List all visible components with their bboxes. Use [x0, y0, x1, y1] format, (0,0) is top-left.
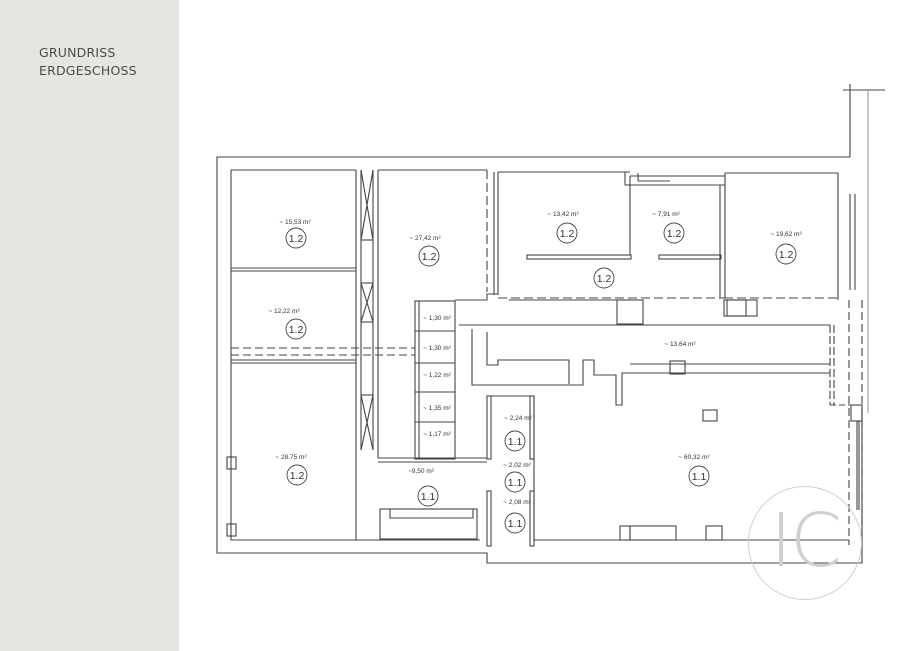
room-area-label: ~ 27,42 m² [409, 235, 441, 242]
unit-label: 1.1 [508, 518, 523, 530]
page-title: GRUNDRISS ERDGESCHOSS [39, 44, 137, 80]
room-area-label: ~ 7,91 m² [652, 211, 680, 218]
title-line-2: ERDGESCHOSS [39, 63, 137, 78]
unit-label: 1.2 [290, 470, 305, 482]
room-r16: ~ 2,02 m² 1.1 [503, 462, 532, 493]
room-r4: ~ 27,42 m² 1.2 [409, 235, 441, 267]
room-area-label: ~9,50 m² [408, 468, 435, 475]
room-r6: ~ 7,91 m² 1.2 [652, 211, 685, 244]
unit-label: 1.1 [508, 436, 523, 448]
unit-label: 1.1 [508, 477, 523, 489]
room-area-label: ~ 2,24 m² [504, 415, 532, 422]
title-line-1: GRUNDRISS [39, 45, 116, 60]
unit-badge [504, 471, 526, 493]
room-r19: ~ 60,32 m² 1.1 [678, 454, 710, 487]
room-r8: 1.2 [593, 267, 615, 289]
unit-badge [593, 267, 615, 289]
room-area-label: ~ 28,75 m² [275, 454, 307, 461]
unit-badge [285, 318, 307, 340]
room-area-label: ~ 12,22 m² [268, 308, 300, 315]
room-r1: ~ 15,53 m² 1.2 [279, 219, 311, 249]
unit-badge [688, 465, 710, 487]
unit-badge [663, 222, 685, 244]
room-r7: ~ 19,62 m² 1.2 [770, 231, 802, 265]
room-r11-area: ~ 1,22 m² [423, 372, 451, 379]
room-r2: ~ 12,22 m² 1.2 [268, 308, 307, 340]
sidebar-panel: GRUNDRISS ERDGESCHOSS [0, 0, 179, 651]
watermark-logo: IC [748, 486, 862, 600]
room-r18: ~9,50 m² 1.1 [408, 468, 439, 507]
unit-badge [417, 485, 439, 507]
unit-badge [775, 243, 797, 265]
room-r9-area: ~ 1,30 m² [423, 315, 451, 322]
room-area-label: ~ 13,42 m² [547, 211, 579, 218]
walls [216, 84, 885, 564]
room-area-label: ~ 2,02 m² [503, 462, 531, 469]
watermark-text: IC [770, 498, 842, 584]
room-area-label: ~ 19,62 m² [770, 231, 802, 238]
room-r15: ~ 2,24 m² 1.1 [504, 415, 533, 452]
room-r3: ~ 28,75 m² 1.2 [275, 454, 308, 486]
unit-label: 1.2 [560, 228, 575, 240]
room-r12-area: ~ 1,35 m² [423, 405, 451, 412]
unit-badge [504, 512, 526, 534]
room-r5: ~ 13,42 m² 1.2 [547, 211, 579, 244]
unit-label: 1.2 [289, 324, 304, 336]
unit-label: 1.2 [667, 228, 682, 240]
unit-label: 1.2 [597, 273, 612, 285]
room-r14-area: ~ 13,64 m² [664, 341, 696, 348]
unit-label: 1.1 [692, 471, 707, 483]
room-labels: ~ 15,53 m² 1.2 ~ 12,22 m² 1.2 ~ 28,75 m²… [268, 211, 802, 534]
unit-label: 1.2 [289, 233, 304, 245]
unit-badge [286, 464, 308, 486]
room-r10-area: ~ 1,30 m² [423, 345, 451, 352]
room-r17: ~ 2,08 m² 1.1 [503, 499, 532, 534]
unit-label: 1.2 [422, 251, 437, 263]
room-area-label: ~ 60,32 m² [678, 454, 710, 461]
unit-badge [504, 430, 526, 452]
unit-label: 1.2 [779, 249, 794, 261]
unit-label: 1.1 [421, 491, 436, 503]
room-area-label: ~ 2,08 m² [503, 499, 531, 506]
room-r13-area: ~ 1,17 m² [423, 431, 451, 438]
unit-badge [285, 227, 307, 249]
unit-badge [556, 222, 578, 244]
unit-badge [418, 245, 440, 267]
room-area-label: ~ 15,53 m² [279, 219, 311, 226]
